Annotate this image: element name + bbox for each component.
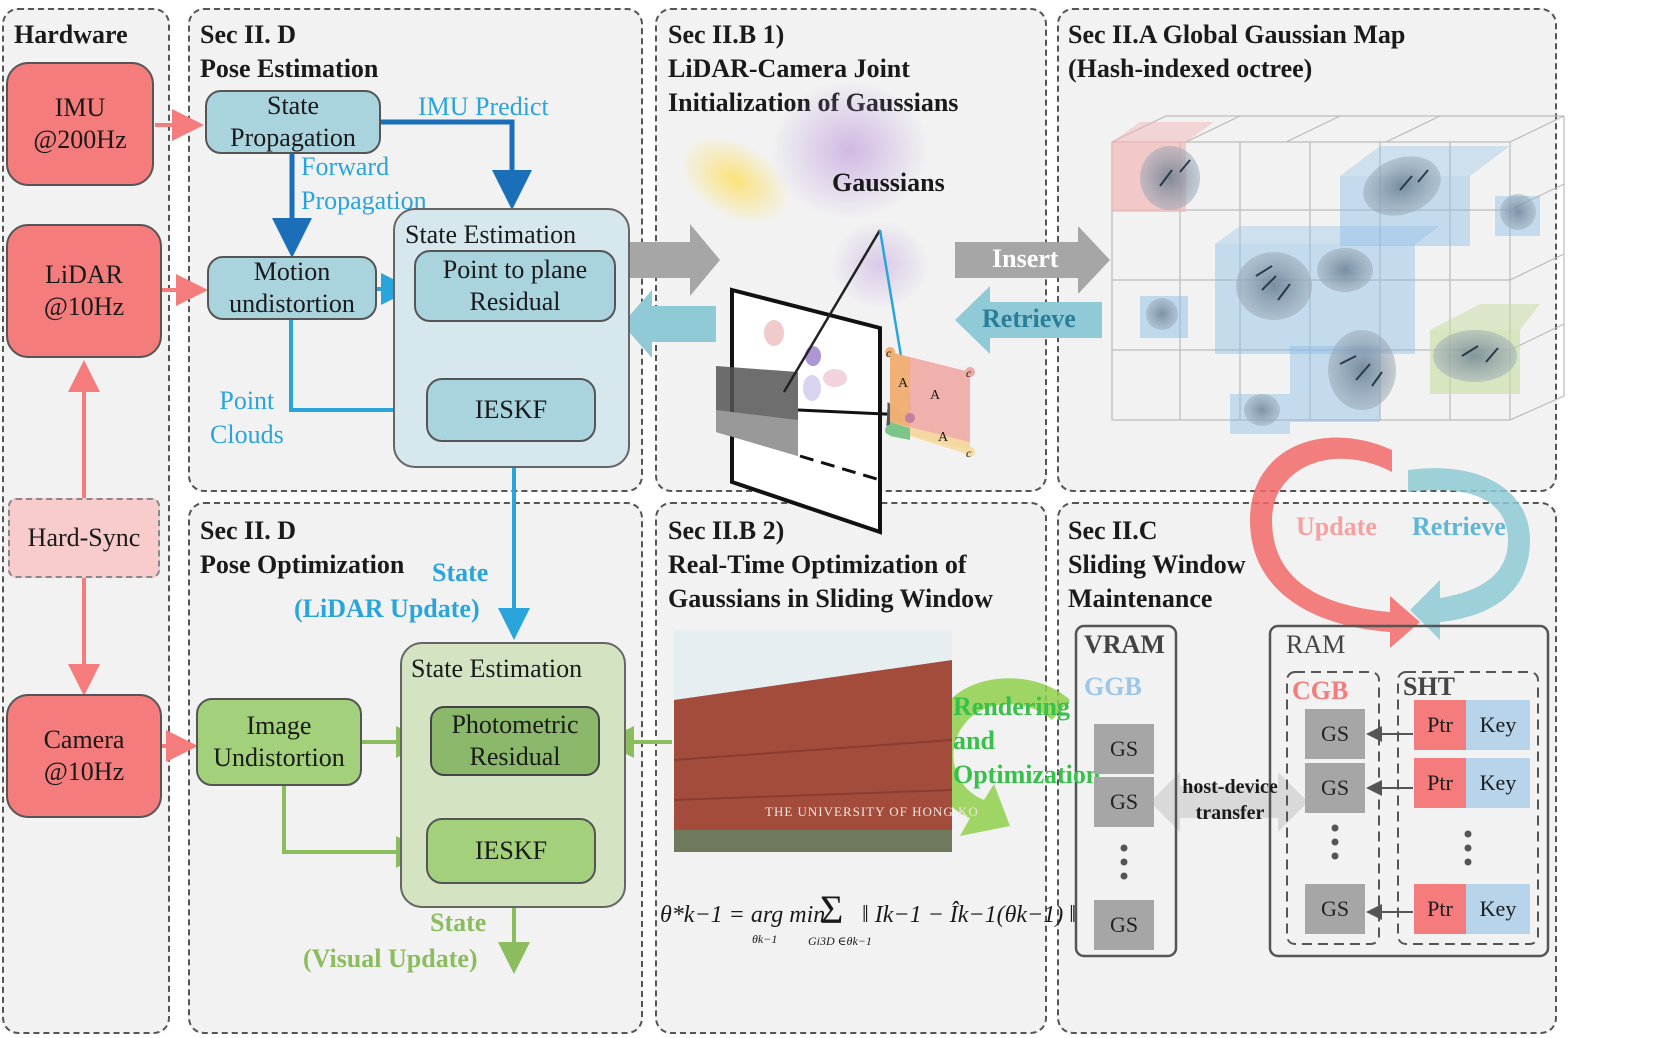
lidar-update-label: (LiDAR Update): [294, 594, 480, 623]
cgb-label: CGB: [1292, 676, 1349, 705]
equation-body: ‖ Ik−1 − Îk−1(θk−1) ‖: [862, 902, 1076, 928]
gaussians-label: Gaussians: [832, 168, 945, 197]
state-lidar-label: State: [432, 558, 489, 587]
corner-c3-label: c: [966, 446, 972, 460]
rendering-label: Rendering and Optimization: [953, 692, 1101, 789]
visual-update-label: (Visual Update): [303, 944, 478, 973]
vram-label: VRAM: [1084, 630, 1165, 659]
update-label: Update: [1296, 512, 1377, 541]
point-clouds-label: Point Clouds: [210, 386, 284, 449]
area-a2-label: A: [930, 388, 941, 403]
sht-label: SHT: [1403, 672, 1456, 701]
sht-key-2: Key: [1466, 758, 1530, 808]
insert-label: Insert: [992, 244, 1059, 273]
ieskf-box-1: IESKF: [426, 378, 596, 442]
ggb-label: GGB: [1084, 672, 1142, 701]
area-a3-label: A: [938, 430, 949, 445]
camera-box: Camera @10Hz: [6, 694, 162, 818]
pose-optimization-title: Sec II. D Pose Optimization: [200, 516, 405, 579]
retrieve-label: Retrieve: [982, 304, 1076, 333]
equation-lhs: θ*k−1 = arg min: [660, 902, 826, 928]
hardware-title: Hardware: [14, 20, 128, 49]
equation-argmin-sub: θk−1: [752, 932, 778, 946]
sht-ptr-2: Ptr: [1414, 758, 1466, 808]
lidar-box: LiDAR @10Hz: [6, 224, 162, 358]
vram-gs-2: GS: [1094, 777, 1154, 827]
pose-estimation-title: Sec II. D Pose Estimation: [200, 20, 379, 83]
sht-key-3: Key: [1466, 884, 1530, 934]
hard-sync-box: Hard-Sync: [8, 498, 160, 578]
realtime-title: Sec II.B 2) Real-Time Optimization of Ga…: [668, 516, 993, 613]
ieskf-box-2: IESKF: [426, 818, 596, 884]
corner-c1-label: c: [886, 346, 892, 360]
forward-propagation-label: Forward Propagation: [301, 152, 427, 215]
photometric-residual-box: Photometric Residual: [430, 706, 600, 776]
imu-predict-label: IMU Predict: [418, 92, 549, 121]
retrieve-cycle-label: Retrieve: [1412, 512, 1506, 541]
state-estimation-green-label: State Estimation: [411, 654, 583, 683]
vram-gs-3: GS: [1094, 900, 1154, 950]
ram-gs-1: GS: [1305, 709, 1365, 759]
corner-c2-label: c: [966, 366, 972, 380]
area-a1-label: A: [898, 376, 909, 391]
equation-sum: Σ: [820, 887, 844, 932]
sht-ptr-1: Ptr: [1414, 700, 1466, 750]
sht-ptr-3: Ptr: [1414, 884, 1466, 934]
global-map-panel: [1057, 8, 1557, 492]
global-map-title: Sec II.A Global Gaussian Map (Hash-index…: [1068, 20, 1406, 83]
ram-label: RAM: [1286, 630, 1346, 659]
vram-gs-1: GS: [1094, 724, 1154, 774]
state-estimation-label: State Estimation: [405, 220, 577, 249]
equation-sum-sub: Gi3D ∈θk−1: [808, 934, 872, 948]
point-to-plane-box: Point to plane Residual: [414, 250, 616, 322]
state-propagation-box: State Propagation: [205, 90, 381, 154]
ram-gs-2: GS: [1305, 763, 1365, 813]
photo-caption: THE UNIVERSITY OF HONG KO: [765, 804, 979, 819]
ram-gs-3: GS: [1305, 884, 1365, 934]
sht-key-1: Key: [1466, 700, 1530, 750]
motion-undistortion-box: Motion undistortion: [207, 256, 377, 320]
state-visual-label: State: [430, 908, 487, 937]
host-device-transfer-label: host-device transfer: [1182, 776, 1278, 824]
image-undistortion-box: Image Undistortion: [196, 698, 362, 786]
imu-box: IMU @200Hz: [6, 62, 154, 186]
sliding-window-title: Sec II.C Sliding Window Maintenance: [1068, 516, 1246, 613]
